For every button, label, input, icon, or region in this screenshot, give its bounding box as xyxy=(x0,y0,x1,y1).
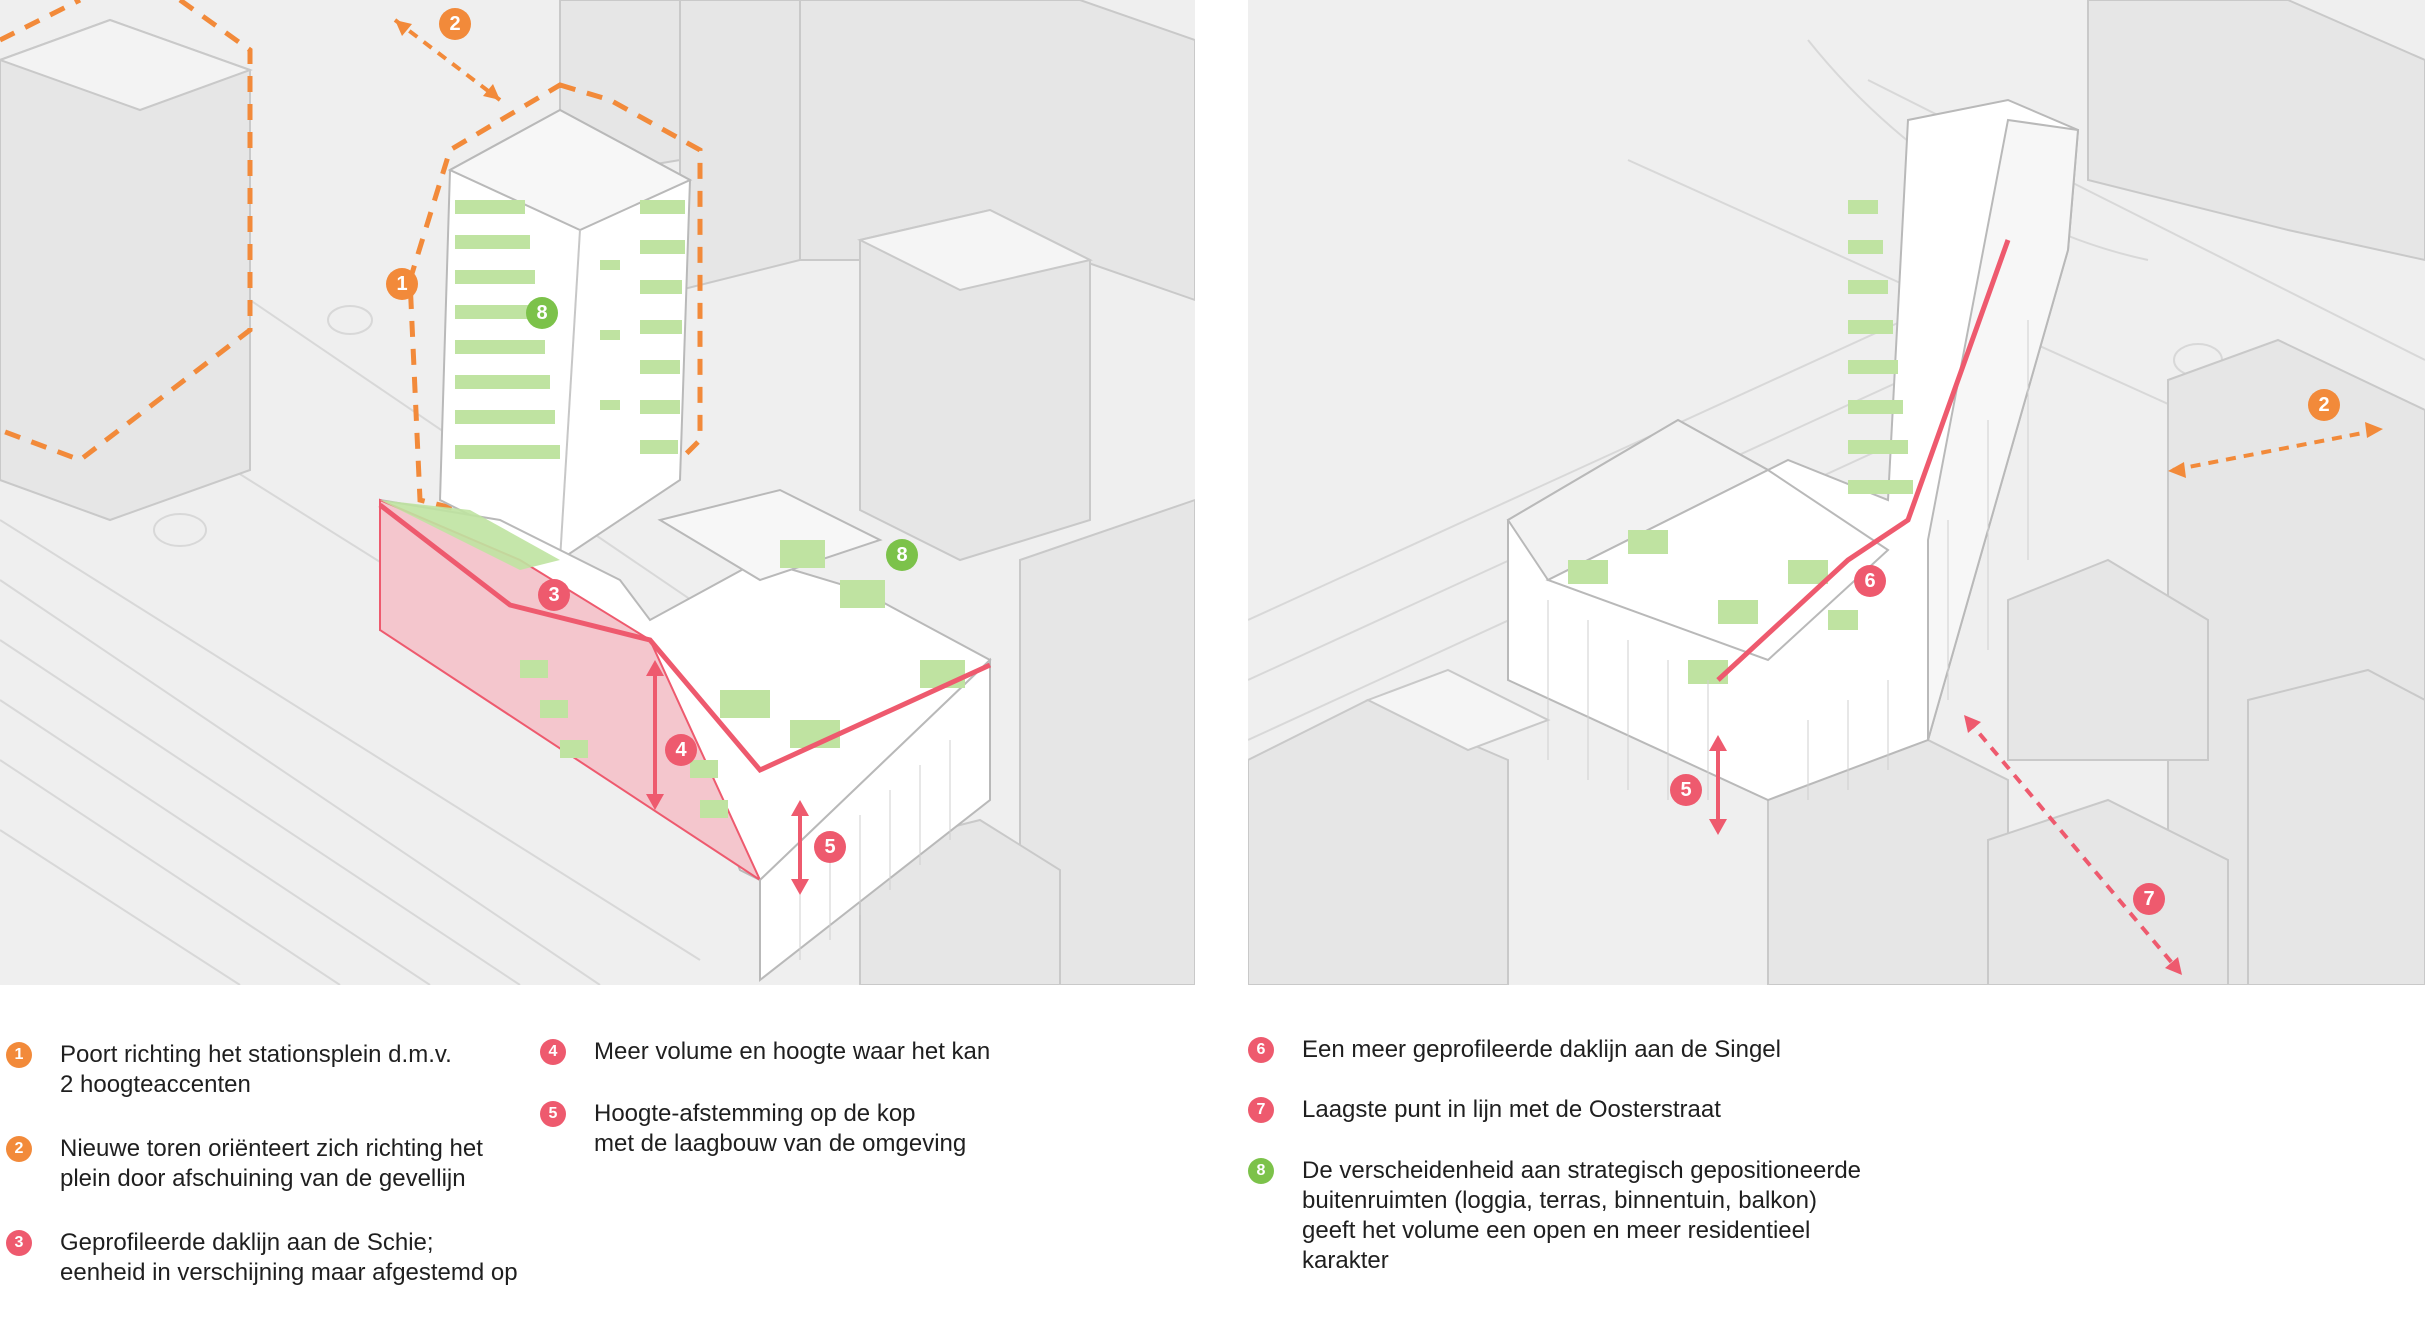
left-ground-lines xyxy=(0,299,751,985)
legend-text: Meer volume en hoogte waar het kan xyxy=(594,1038,991,1065)
right-axonometric-view: 2 6 5 7 xyxy=(1248,0,2425,985)
legend-badge: 8 xyxy=(1248,1158,1274,1184)
legend-badge: 3 xyxy=(6,1230,32,1256)
legend-item-2: 2 Nieuwe toren oriënteert zich richting … xyxy=(6,1134,483,1194)
legend-badge: 5 xyxy=(540,1101,566,1127)
left-context-buildings xyxy=(0,0,1195,985)
legend-text: Laagste punt in lijn met de Oosterstraat xyxy=(1302,1096,1721,1123)
legend-badge: 2 xyxy=(6,1136,32,1162)
marker-2: 2 xyxy=(439,8,471,40)
right-context-buildings xyxy=(1248,0,2425,985)
legend-text: Poort richting het stationsplein d.m.v. … xyxy=(60,1041,452,1098)
legend-text: Hoogte-afstemming op de kop met de laagb… xyxy=(594,1100,967,1157)
tower-body xyxy=(438,108,693,562)
legend-badge: 1 xyxy=(6,1042,32,1068)
legend-badge: 6 xyxy=(1248,1037,1274,1063)
legend-item-3: 3 Geprofileerde daklijn aan de Schie; ee… xyxy=(6,1228,518,1288)
marker-8: 8 xyxy=(886,539,918,571)
podium-block xyxy=(379,488,992,983)
marker-5: 5 xyxy=(1670,774,1702,806)
marker-1: 1 xyxy=(386,268,418,300)
left-axonometric-view: 2 1 8 8 3 4 5 xyxy=(0,0,1195,985)
tower-balconies xyxy=(455,200,685,459)
right-terraces xyxy=(1568,200,1913,684)
right-facade-grid xyxy=(1547,320,2029,800)
legend-text: Geprofileerde daklijn aan de Schie; eenh… xyxy=(60,1229,518,1286)
legend-text: De verscheidenheid aan strategisch gepos… xyxy=(1302,1157,1862,1274)
left-diagram-drawing xyxy=(0,0,1195,985)
legend-item-4: 4 Meer volume en hoogte waar het kan xyxy=(540,1037,990,1067)
roofline-singel xyxy=(1716,239,2011,682)
marker-5: 5 xyxy=(814,831,846,863)
marker-8: 8 xyxy=(526,297,558,329)
left-tower-dashed-top xyxy=(0,0,82,43)
legend-item-6: 6 Een meer geprofileerde daklijn aan de … xyxy=(1248,1035,1781,1065)
marker-3: 3 xyxy=(538,579,570,611)
marker-7: 7 xyxy=(2133,883,2165,915)
legend-text: Een meer geprofileerde daklijn aan de Si… xyxy=(1302,1036,1781,1063)
right-arrows xyxy=(1709,422,2383,975)
legend-badge: 4 xyxy=(540,1039,566,1065)
roofline-schie xyxy=(378,503,992,774)
right-building xyxy=(1506,98,2080,802)
legend-item-1: 1 Poort richting het stationsplein d.m.v… xyxy=(6,1040,452,1100)
marker-2: 2 xyxy=(2308,389,2340,421)
marker-6: 6 xyxy=(1854,565,1886,597)
marker-4: 4 xyxy=(665,734,697,766)
legend-item-7: 7 Laagste punt in lijn met de Oosterstra… xyxy=(1248,1095,1721,1125)
legend-item-8: 8 De verscheidenheid aan strategisch gep… xyxy=(1248,1156,1861,1276)
right-diagram-drawing xyxy=(1248,0,2425,985)
legend-badge: 7 xyxy=(1248,1097,1274,1123)
legend-text: Nieuwe toren oriënteert zich richting he… xyxy=(60,1135,483,1192)
left-tower-dashed-outline xyxy=(0,0,253,463)
legend-item-5: 5 Hoogte-afstemming op de kop met de laa… xyxy=(540,1099,966,1159)
left-arrows xyxy=(393,18,809,895)
